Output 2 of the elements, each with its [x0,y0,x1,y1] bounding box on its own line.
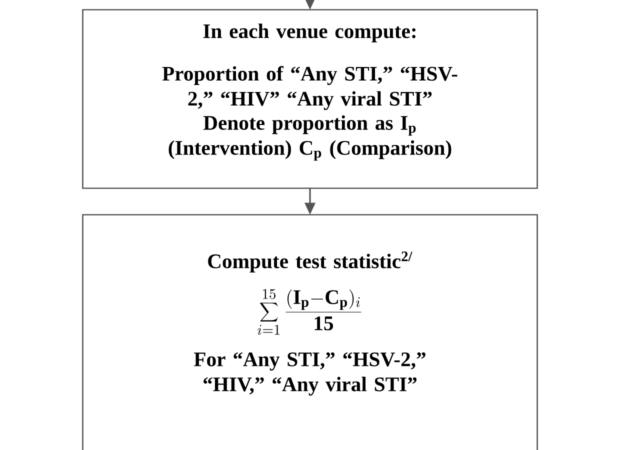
process-box: In each venue compute: Proportion of “Any STI,” “HSV-2,” “HIV” “Any viral STI” Denote proportion as I$_{p}$ (Intervention) C$_{p}$ (Comparison) [82,9,538,189]
process-box: Compute test statistic$^{2/}$ $\sum_{i=1}^{15}\frac{(\mathbf{I_p}\mathbf{-}\mathbf{C_p})_{i}}{\mathbf{15}}$ For “Any STI,” “HSV-2,” “HIV,” “Any viral STI” [82,214,538,450]
